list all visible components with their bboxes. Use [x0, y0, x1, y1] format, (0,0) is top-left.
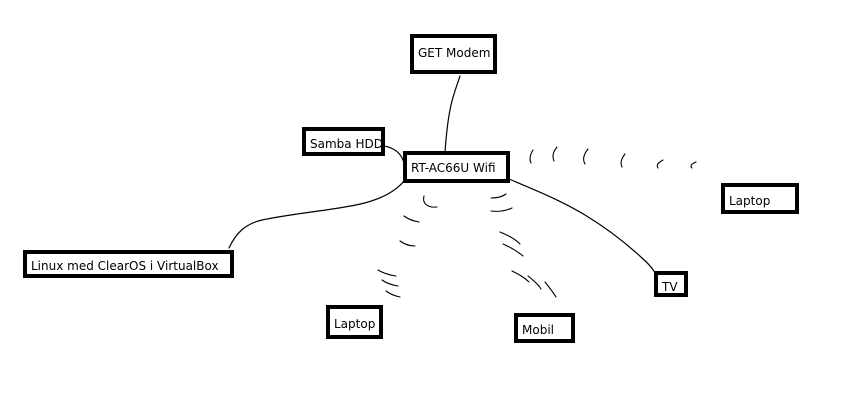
edge-router-tv [508, 178, 657, 276]
node-tv: TV [654, 271, 688, 297]
edge-router-linux [228, 180, 405, 249]
wireless-signal-laptop-right [529, 146, 697, 169]
node-get-modem: GET Modem [410, 34, 497, 74]
node-laptop-right: Laptop [721, 183, 799, 214]
node-router: RT-AC66U Wifi [403, 151, 510, 183]
edge-router-samba [382, 145, 406, 169]
wireless-signal-mobil [490, 193, 557, 298]
node-mobil: Mobil [514, 313, 575, 343]
edge-router-modem [444, 75, 461, 153]
node-laptop-bottom: Laptop [326, 305, 383, 339]
node-linux-clearos: Linux med ClearOS i VirtualBox [23, 250, 234, 278]
node-samba-hdd: Samba HDD [302, 127, 385, 156]
wireless-signal-laptop-bottom [377, 195, 438, 298]
